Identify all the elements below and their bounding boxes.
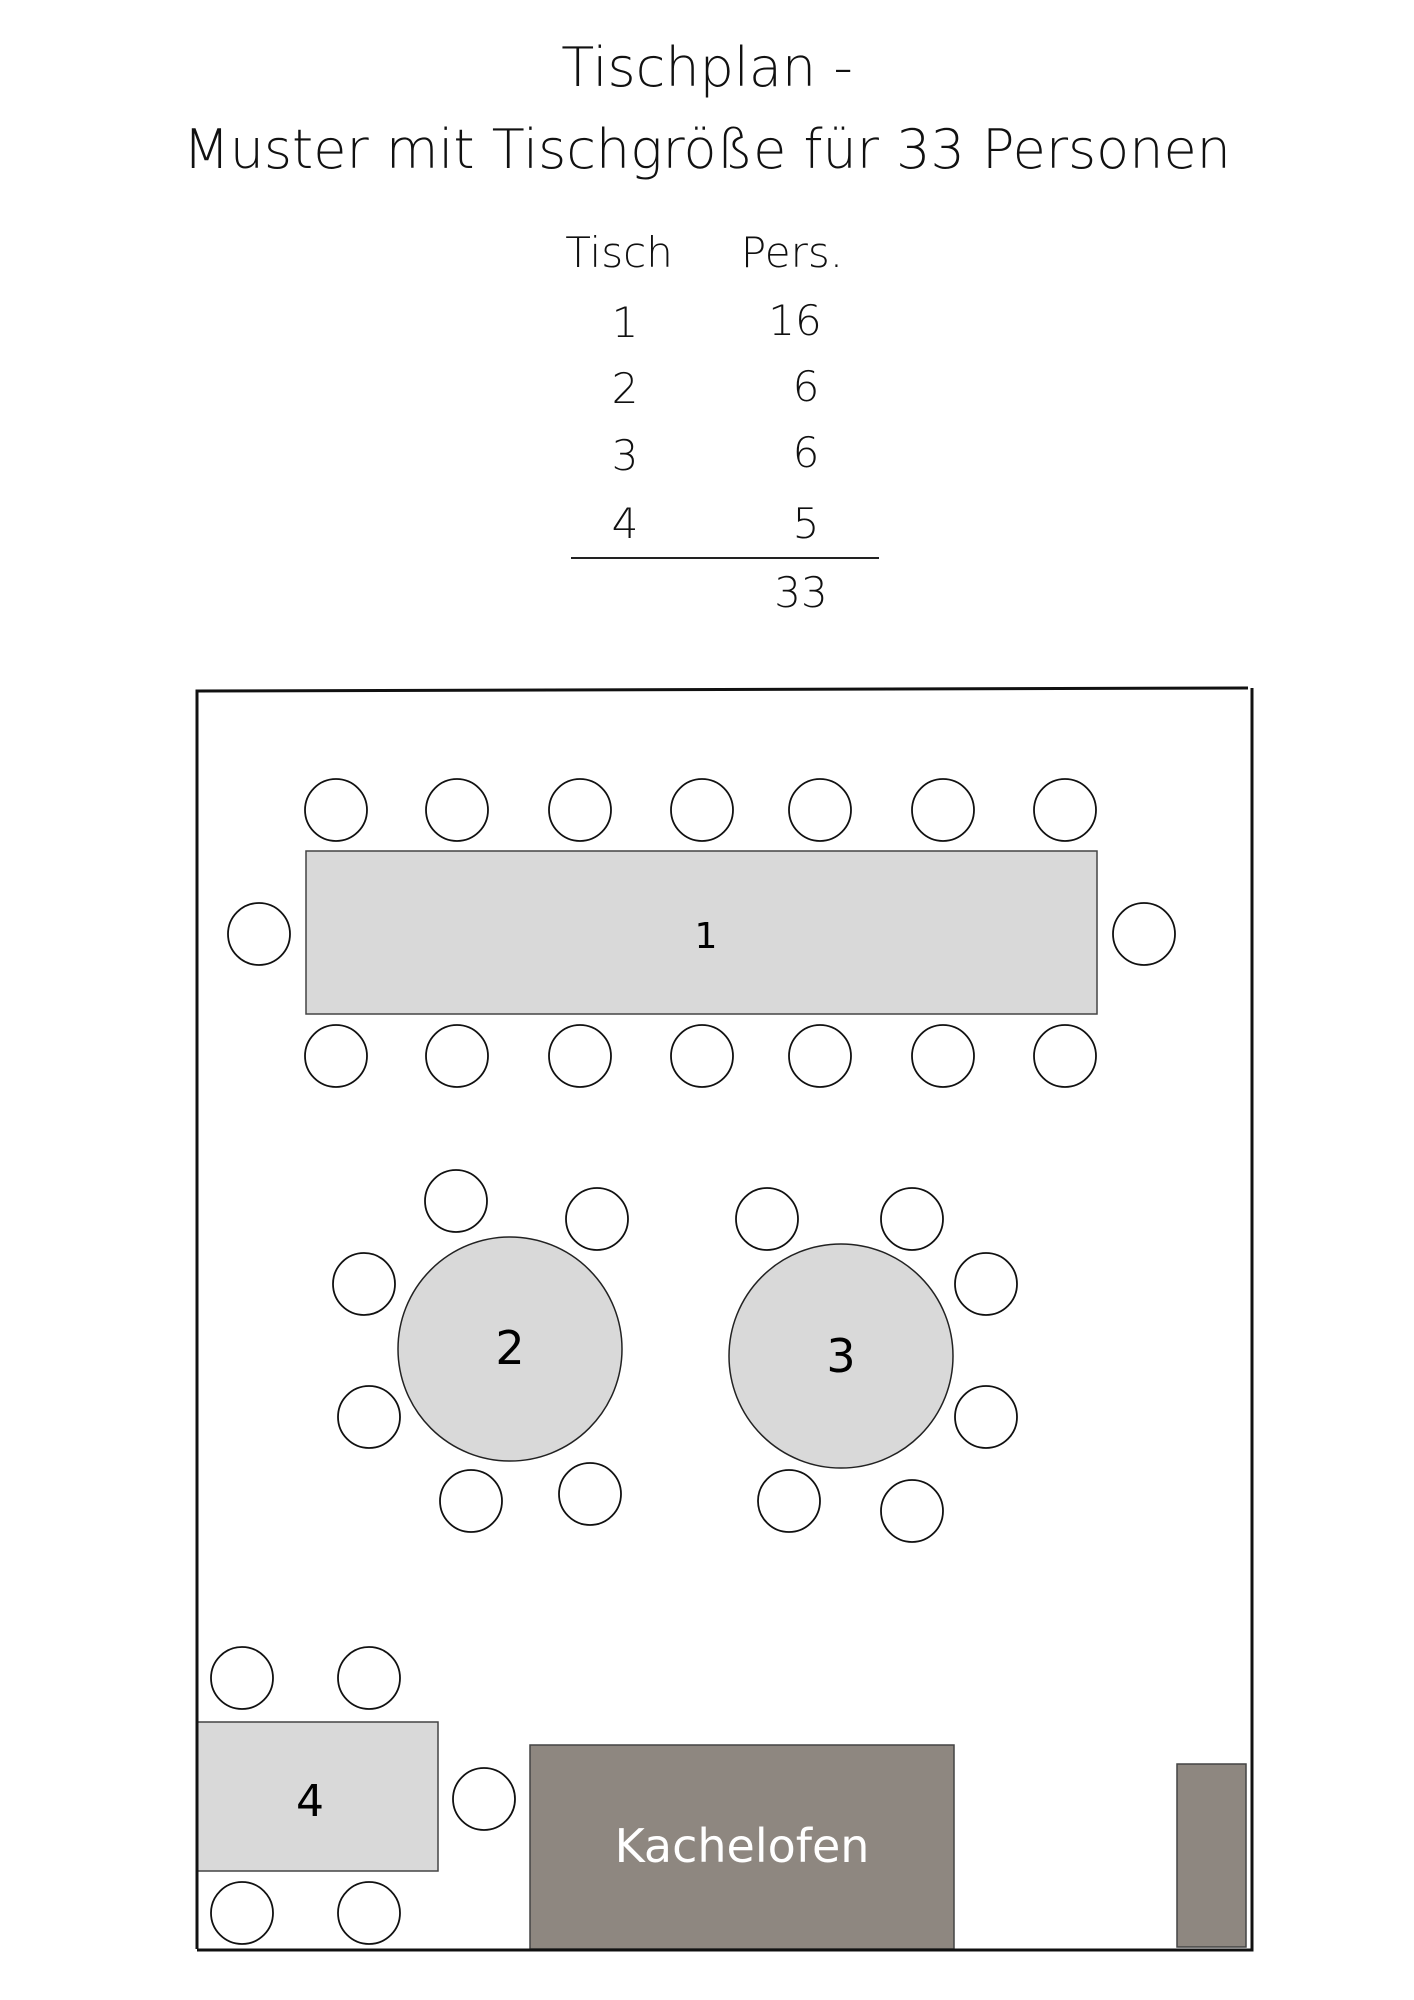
- chair: [425, 778, 489, 842]
- chair: [880, 1187, 944, 1251]
- chair: [337, 1385, 401, 1449]
- chair: [332, 1252, 396, 1316]
- chair: [670, 778, 734, 842]
- table-2-label: 2: [495, 1321, 524, 1375]
- chair: [757, 1469, 821, 1533]
- row-persons: 5: [792, 499, 820, 548]
- chair: [439, 1469, 503, 1533]
- chair: [558, 1462, 622, 1526]
- chair: [1112, 902, 1176, 966]
- table-3: [728, 1243, 954, 1469]
- chair: [735, 1187, 799, 1251]
- header-persons: Pers.: [740, 228, 844, 277]
- total-persons: 33: [774, 568, 828, 617]
- room-walls: [195, 686, 1254, 1952]
- chair: [548, 1024, 612, 1088]
- chair: [425, 1024, 489, 1088]
- row-table: 1: [611, 298, 639, 347]
- chairs: [210, 778, 1176, 1945]
- chair: [304, 1024, 368, 1088]
- chair: [424, 1169, 488, 1233]
- table-1-label: 1: [695, 916, 718, 957]
- side-block: [1176, 1763, 1247, 1948]
- chair: [565, 1187, 629, 1251]
- chair: [880, 1479, 944, 1543]
- chair: [548, 778, 612, 842]
- header-table: Tisch: [565, 228, 673, 277]
- stove-label: Kachelofen: [615, 1819, 870, 1873]
- table-1: [305, 850, 1098, 1015]
- table-3-label: 3: [826, 1329, 855, 1383]
- chair: [337, 1646, 401, 1710]
- row-table: 4: [611, 499, 639, 548]
- chair: [788, 1024, 852, 1088]
- chair: [1033, 1024, 1097, 1088]
- chair: [911, 1024, 975, 1088]
- chair: [304, 778, 368, 842]
- chair: [227, 902, 291, 966]
- chair: [954, 1385, 1018, 1449]
- chair: [1033, 778, 1097, 842]
- chair: [788, 778, 852, 842]
- row-persons: 6: [792, 428, 820, 477]
- table-4: [196, 1721, 439, 1872]
- chair: [452, 1767, 516, 1831]
- row-persons: 16: [768, 296, 822, 345]
- row-table: 3: [611, 431, 639, 480]
- title-line-1: Tischplan -: [561, 36, 853, 99]
- sum-line: [571, 557, 879, 559]
- chair: [210, 1646, 274, 1710]
- chair: [337, 1881, 401, 1945]
- row-table: 2: [611, 364, 639, 413]
- row-persons: 6: [792, 362, 820, 411]
- chair: [210, 1881, 274, 1945]
- stove: [529, 1744, 955, 1950]
- chair: [911, 778, 975, 842]
- chair: [954, 1252, 1018, 1316]
- table-4-label: 4: [296, 1776, 324, 1827]
- table-2: [397, 1236, 623, 1462]
- title-line-2: Muster mit Tischgröße für 33 Personen: [183, 118, 1231, 181]
- chair: [670, 1024, 734, 1088]
